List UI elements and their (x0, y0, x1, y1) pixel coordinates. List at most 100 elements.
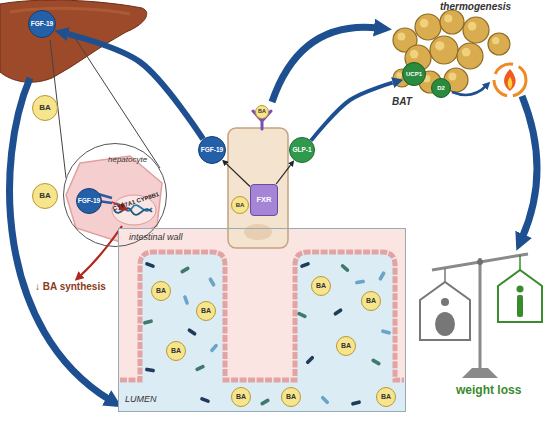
intestine-wall (118, 228, 406, 412)
annotation-label: ↓ BA synthesis (35, 281, 106, 292)
fgf19-molecule: FGF-19 (28, 10, 56, 38)
liver (10, 8, 130, 14)
brown-adipocyte (440, 10, 464, 34)
node-text: BA (236, 202, 245, 208)
annotation-label: thermogenesis (440, 1, 511, 12)
brown-adipocyte (435, 41, 444, 50)
intestine-wall (119, 252, 405, 411)
brown-adipocyte (448, 72, 456, 80)
glp1-molecule: GLP-1 (289, 137, 315, 163)
brown-adipocyte (457, 43, 483, 69)
weighing-scale (432, 254, 528, 270)
gut-bacteria (297, 311, 308, 318)
gut-bacteria (145, 367, 155, 372)
node-text: BA (171, 347, 181, 354)
intestine-panel: intestinal wallLUMENBABABABABABABABABA (118, 228, 406, 412)
node-text: UCP1 (406, 71, 422, 77)
gut-bacteria (143, 319, 154, 325)
node-text: BA (381, 393, 391, 400)
brown-adipocyte (463, 17, 489, 43)
gut-bacteria (340, 263, 350, 272)
gut-bacteria (333, 308, 343, 317)
intestine-wall (118, 228, 406, 412)
gut-bacteria (260, 398, 270, 406)
fgf19-molecule: FGF-19 (76, 188, 102, 214)
brown-adipocyte (440, 10, 464, 34)
brown-adipocyte (415, 14, 441, 40)
signal-arrow (272, 27, 537, 238)
node-text: hepatocyte (108, 156, 147, 164)
node-text: BA (236, 393, 246, 400)
bile-acid-molecule: BA (196, 301, 216, 321)
node-text: BA (366, 297, 376, 304)
brown-adipocyte (444, 14, 452, 22)
liver (0, 0, 147, 82)
signal-arrow (276, 165, 290, 184)
signal-arrow (311, 83, 393, 141)
gut-bacteria (195, 364, 206, 371)
gut-bacteria (300, 262, 311, 269)
brown-adipocyte (488, 33, 510, 55)
brown-adipocyte (430, 36, 458, 64)
thermogenic-protein: D2 (431, 78, 451, 98)
bile-acid-molecule: BA (231, 196, 249, 214)
liver (0, 0, 147, 82)
node-text: GLP-1 (292, 147, 311, 154)
bile-acid-molecule: BA (166, 341, 186, 361)
weighing-scale (498, 270, 542, 322)
brown-adipocyte (457, 43, 483, 69)
gut-bacteria (351, 400, 362, 406)
brown-adipocyte (492, 37, 499, 44)
gut-bacteria (183, 295, 190, 306)
brown-adipocyte (397, 32, 405, 40)
intestine-wall (120, 252, 404, 380)
enterocyte (244, 224, 272, 240)
signal-arrow (272, 27, 378, 102)
gut-bacteria (378, 271, 386, 281)
weighing-scale (444, 268, 446, 282)
enterocyte (228, 128, 288, 248)
weighing-scale (435, 312, 455, 336)
inhibition-arrow (80, 226, 122, 276)
node-text: LUMEN (125, 395, 157, 404)
thermogenesis-flame (452, 64, 526, 96)
gut-bacteria (200, 397, 211, 404)
weighing-scale (420, 254, 542, 378)
inhibition-arrow (80, 226, 122, 276)
gut-bacteria (381, 329, 392, 335)
brown-adipocyte (393, 10, 510, 93)
gut-bacteria (209, 343, 218, 353)
gut-bacteria (305, 355, 315, 365)
node-text: BA (286, 393, 296, 400)
bile-acid-molecule: BA (376, 387, 396, 407)
gut-bacteria (143, 262, 392, 406)
gut-bacteria (355, 279, 365, 284)
annotation-label: weight loss (456, 384, 521, 397)
weighing-scale (479, 258, 482, 372)
node-text: BA (39, 104, 51, 112)
bile-acid-molecule: BA (231, 387, 251, 407)
node-text: FGF-19 (78, 198, 100, 205)
thermogenic-protein: UCP1 (402, 62, 426, 86)
gut-bacteria (320, 395, 330, 405)
bile-acid-molecule: BA (255, 105, 269, 119)
weighing-scale (477, 259, 483, 265)
bile-acid-molecule: BA (32, 183, 58, 209)
node-text: D2 (437, 85, 445, 91)
weighing-scale (517, 295, 523, 317)
weighing-scale (462, 368, 498, 378)
brown-adipocyte (415, 14, 441, 40)
brown-adipocyte (430, 36, 458, 64)
brown-adipocyte (420, 19, 429, 28)
weighing-scale (441, 298, 449, 306)
signal-arrow (522, 96, 537, 238)
brown-adipocyte (462, 48, 471, 57)
annotation-label: BAT (392, 96, 412, 107)
node-text: FGF-19 (31, 21, 53, 28)
bile-acid-molecule: BA (281, 387, 301, 407)
gut-bacteria (180, 266, 190, 274)
node-text: BA (316, 282, 326, 289)
